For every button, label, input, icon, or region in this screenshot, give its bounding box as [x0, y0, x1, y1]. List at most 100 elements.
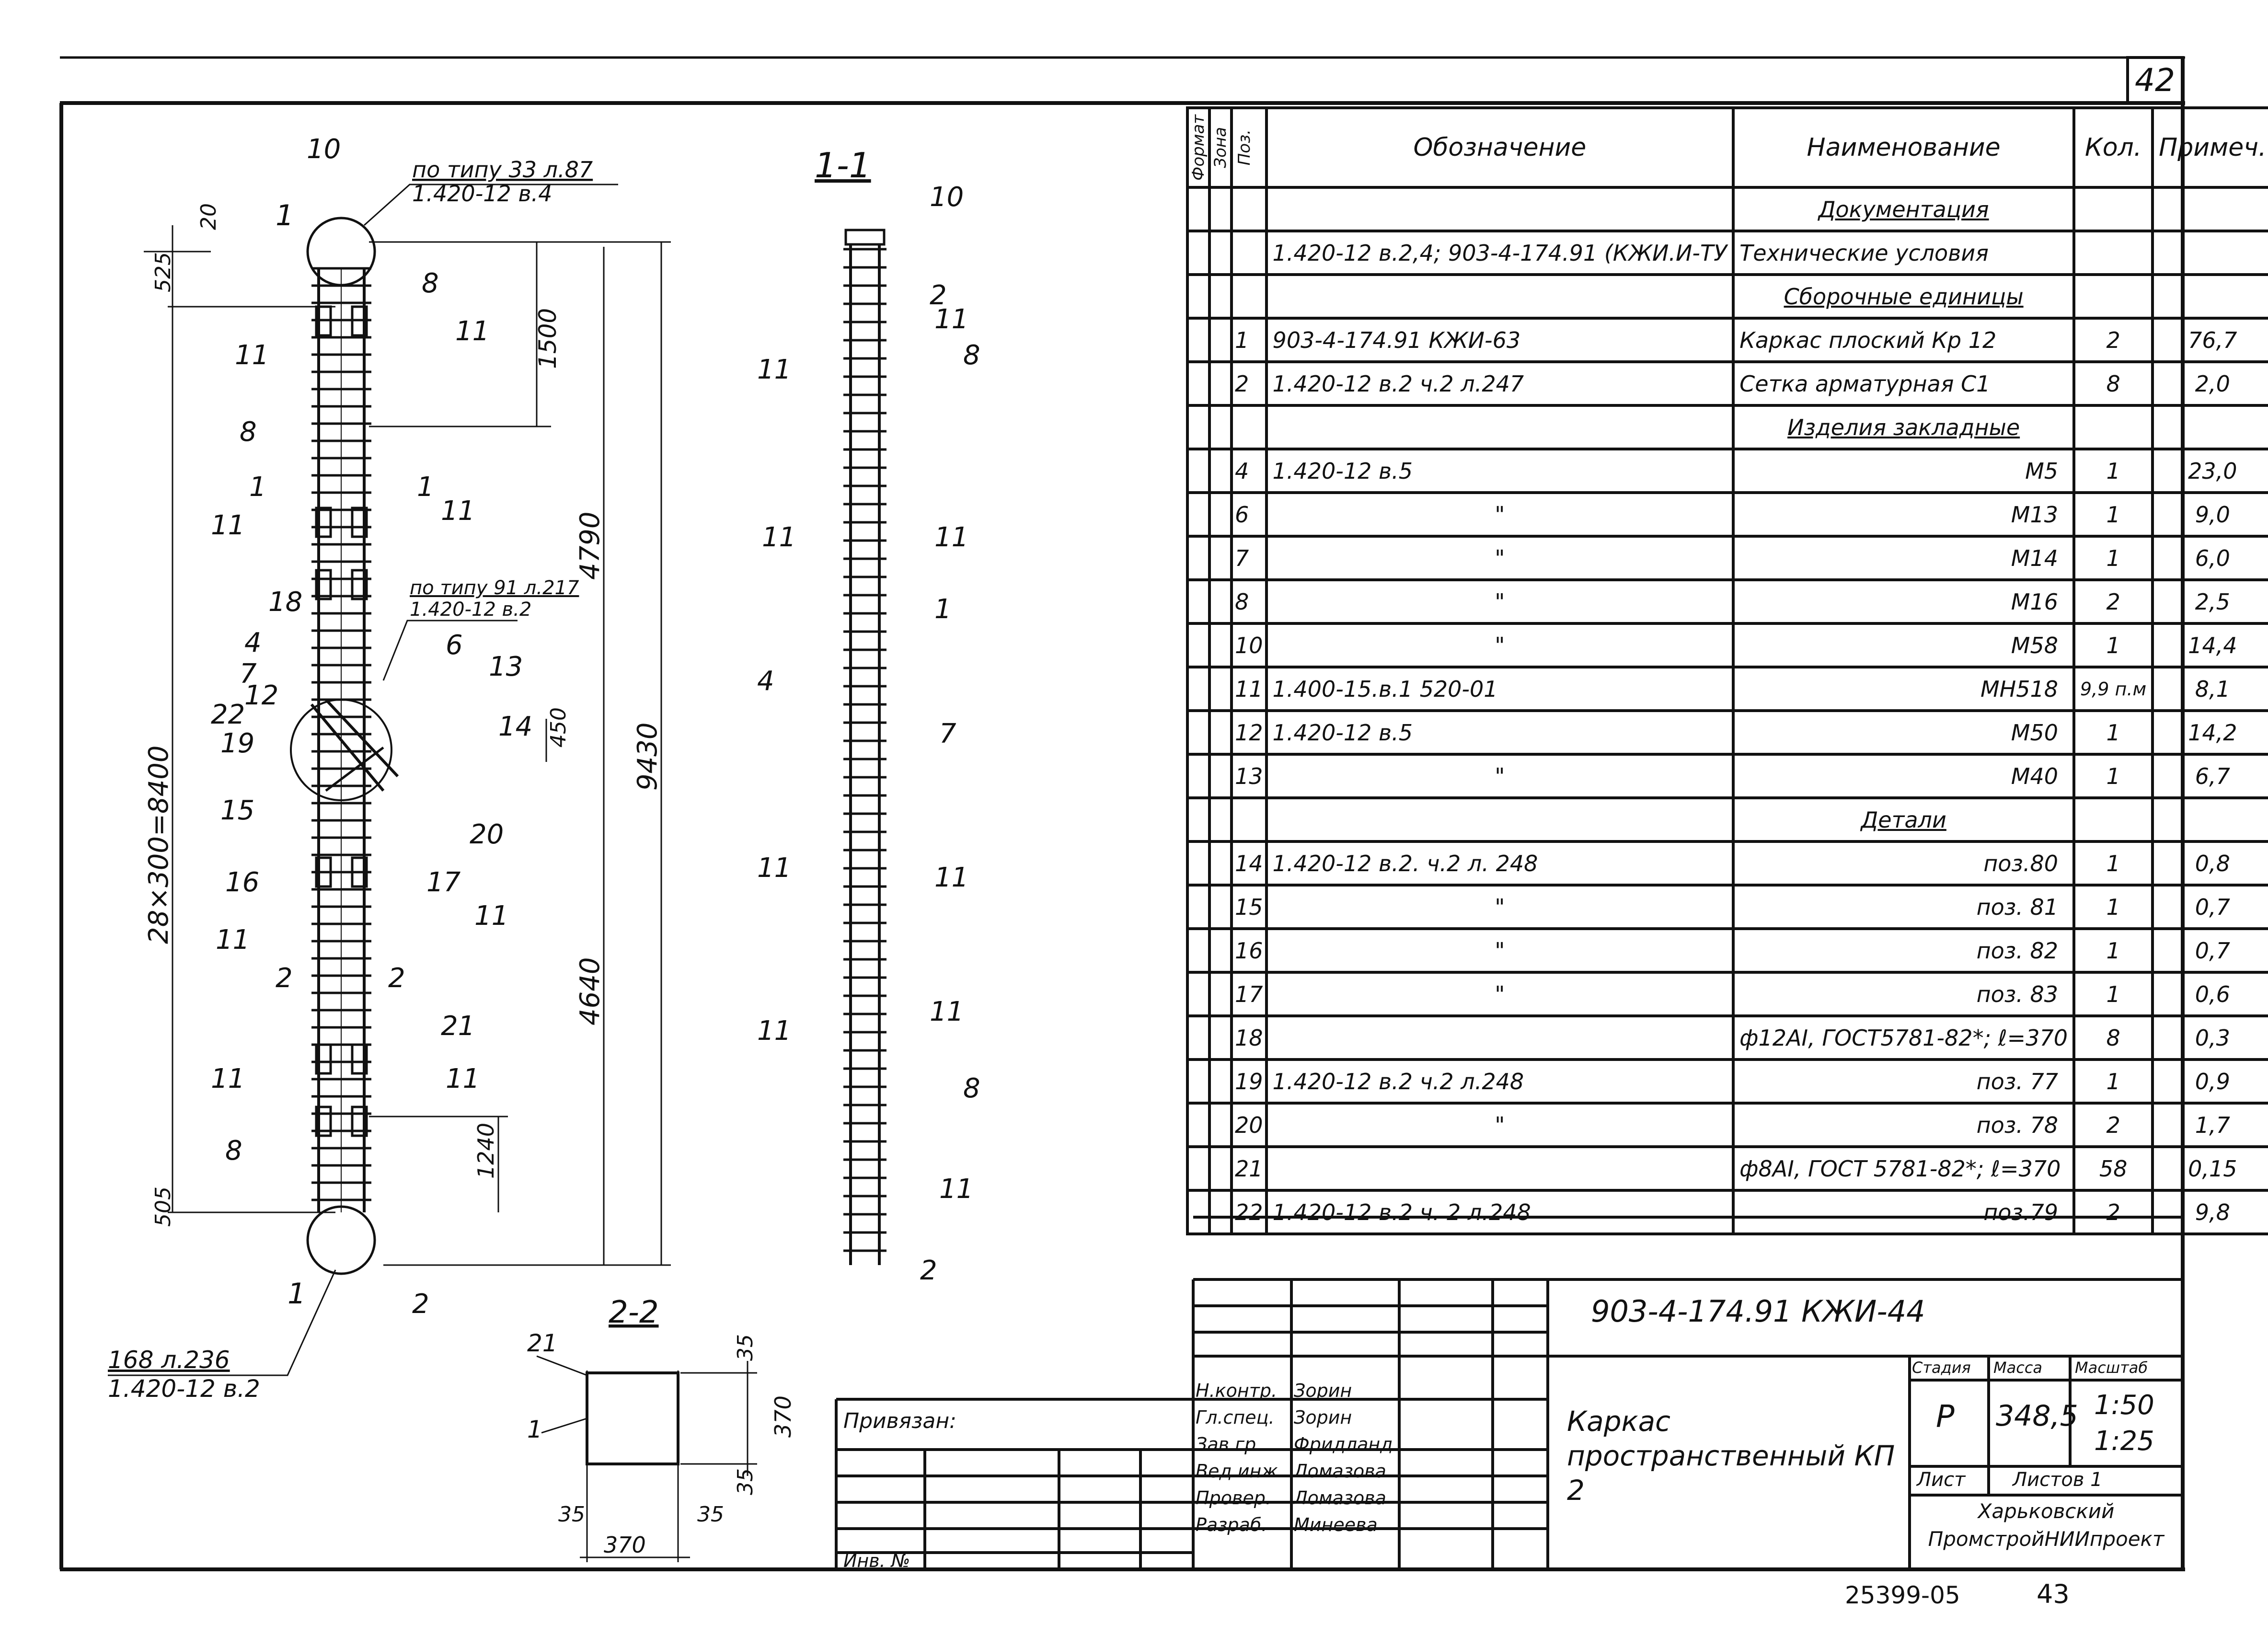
format-cell [1186, 404, 1211, 450]
designation-cell: " [1265, 622, 1735, 668]
embedded-plate [351, 1043, 368, 1075]
ref-bottom-2: 1.420-12 в.2 [108, 1375, 260, 1403]
note-cell: 6,7 [2151, 753, 2268, 799]
designation-cell: 1.420-12 в.5 [1265, 448, 1735, 494]
designation-cell: " [1265, 927, 1735, 974]
position-number: 10 [930, 182, 964, 213]
name-cell: М13 [1732, 491, 2076, 538]
position-number: 16 [225, 867, 259, 898]
name-cell: Сборочные единицы [1732, 273, 2076, 320]
position-number: 8 [422, 268, 439, 299]
header-note: Примеч. [2151, 106, 2268, 189]
section-2-2-title: 2-2 [609, 1295, 659, 1330]
format-cell [1186, 622, 1211, 668]
dim-9430: 9430 [632, 722, 663, 791]
designation-cell: 1.420-12 в.5 [1265, 709, 1735, 756]
position-number: 11 [216, 924, 250, 956]
dim-20: 20 [196, 203, 221, 230]
zone-cell [1208, 796, 1233, 843]
mass-label: Масса [1993, 1359, 2043, 1377]
dim-450: 450 [546, 707, 571, 748]
note-cell: 0,8 [2151, 840, 2268, 887]
qty-cell: 8 [2072, 360, 2154, 407]
name-cell: поз.80 [1732, 840, 2076, 887]
scale-value-1: 1:50 [2094, 1390, 2154, 1421]
zone-cell [1208, 230, 1233, 276]
pos-cell: 17 [1230, 971, 1268, 1017]
name-cell: М14 [1732, 535, 2076, 581]
dim-4790: 4790 [575, 511, 606, 580]
zone-cell [1208, 840, 1233, 887]
designation-cell: " [1265, 753, 1735, 799]
note-cell: 0,7 [2151, 927, 2268, 974]
qty-cell: 1 [2072, 840, 2154, 887]
dim-1500: 1500 [534, 308, 562, 369]
bottom-mesh-circle [306, 1205, 376, 1275]
name-cell: поз. 82 [1732, 927, 2076, 974]
spec-header-row: Формат Зона Поз. Обозначение Наименовани… [1186, 106, 2268, 189]
format-cell [1186, 448, 1211, 494]
signature-role: Разраб. [1196, 1514, 1267, 1535]
note-cell: 6,0 [2151, 535, 2268, 581]
designation-cell [1265, 796, 1735, 843]
zone-cell [1208, 1014, 1233, 1061]
pos-cell: 8 [1230, 578, 1268, 625]
zone-cell [1208, 186, 1233, 232]
qty-cell: 1 [2072, 884, 2154, 930]
designation-cell: 1.400-15.в.1 520-01 [1265, 666, 1735, 712]
specification-table: Формат Зона Поз. Обозначение Наименовани… [1186, 106, 2268, 1235]
position-number: 11 [934, 304, 968, 335]
inventory-label: Инв. № [843, 1550, 910, 1571]
note-cell: 0,7 [2151, 884, 2268, 930]
qty-cell: 1 [2072, 927, 2154, 974]
pos-cell: 22 [1230, 1189, 1268, 1235]
spec-section-row: Изделия закладные [1186, 404, 2268, 450]
name-cell: поз. 81 [1732, 884, 2076, 930]
position-number: 8 [225, 1135, 242, 1166]
note-cell: 76,7 [2151, 317, 2268, 363]
designation-cell [1265, 186, 1735, 232]
position-number: 8 [963, 340, 980, 371]
embedded-plate [315, 1043, 332, 1075]
note-cell: 2,0 [2151, 360, 2268, 407]
format-cell [1186, 666, 1211, 712]
note-cell [2151, 230, 2268, 276]
position-number: 18 [268, 587, 302, 618]
format-cell [1186, 491, 1211, 538]
note-cell [2151, 796, 2268, 843]
dim-35-bottom: 35 [733, 1468, 758, 1495]
note-cell: 0,6 [2151, 971, 2268, 1017]
signature-role: Вед.инж. [1196, 1461, 1284, 1482]
signature-name: Зорин [1294, 1407, 1352, 1428]
format-cell [1186, 971, 1211, 1017]
zone-cell [1208, 927, 1233, 974]
ref-mid-2: 1.420-12 в.2 [410, 599, 531, 621]
cut2-label-right: 2 [388, 963, 405, 994]
format-cell [1186, 884, 1211, 930]
format-cell [1186, 927, 1211, 974]
name-cell: Изделия закладные [1732, 404, 2076, 450]
mass-value: 348,5 [1996, 1399, 2078, 1433]
qty-cell [2072, 230, 2154, 276]
designation-cell: 1.420-12 в.2 ч.2 л.247 [1265, 360, 1735, 407]
embedded-plate [315, 1106, 332, 1137]
format-cell [1186, 273, 1211, 320]
dim-370-horizontal: 370 [604, 1532, 646, 1558]
note-cell [2151, 273, 2268, 320]
dim-525: 525 [151, 252, 175, 292]
pos-cell [1230, 404, 1268, 450]
position-number: 4 [757, 666, 774, 697]
qty-cell: 1 [2072, 753, 2154, 799]
position-number: 15 [220, 795, 254, 826]
dim-4640: 4640 [575, 957, 606, 1025]
zone-cell [1208, 709, 1233, 756]
position-number: 22 [211, 699, 245, 730]
dim-35-top: 35 [733, 1334, 758, 1361]
name-cell: поз. 77 [1732, 1058, 2076, 1105]
